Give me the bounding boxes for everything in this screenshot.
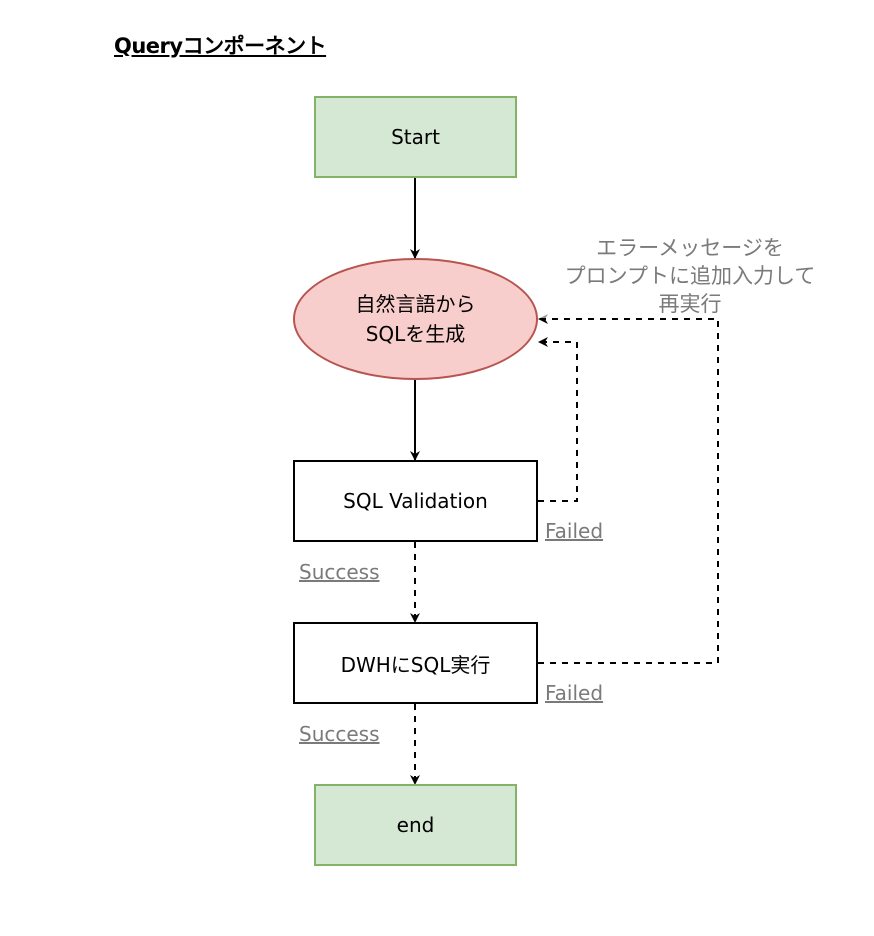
retry-note: エラーメッセージを プロンプトに追加入力して 再実行 xyxy=(540,234,840,318)
end-node: end xyxy=(314,784,517,866)
generate-label-line1: 自然言語から xyxy=(355,292,476,316)
edge-execute-failed xyxy=(538,314,719,664)
sql-validation-node: SQL Validation xyxy=(293,460,538,542)
edge-validation-failed xyxy=(538,337,578,502)
retry-note-line2: プロンプトに追加入力して xyxy=(564,264,816,288)
execute-success-label: Success xyxy=(299,722,380,746)
start-node: Start xyxy=(314,96,517,178)
start-label: Start xyxy=(391,125,440,149)
validation-success-label: Success xyxy=(299,560,380,584)
validation-failed-label: Failed xyxy=(545,519,604,543)
retry-note-line3: 再実行 xyxy=(658,292,722,316)
diagram-title: Queryコンポーネント xyxy=(114,34,327,58)
execute-failed-label: Failed xyxy=(545,681,604,705)
generate-sql-node: 自然言語から SQLを生成 xyxy=(293,258,538,380)
execute-label: DWHにSQL実行 xyxy=(340,652,491,677)
retry-note-line1: エラーメッセージを xyxy=(596,236,784,260)
generate-label-line2: SQLを生成 xyxy=(365,322,466,346)
end-label: end xyxy=(396,813,435,837)
dwh-execute-node: DWHにSQL実行 xyxy=(293,622,538,704)
validation-label: SQL Validation xyxy=(343,489,488,513)
